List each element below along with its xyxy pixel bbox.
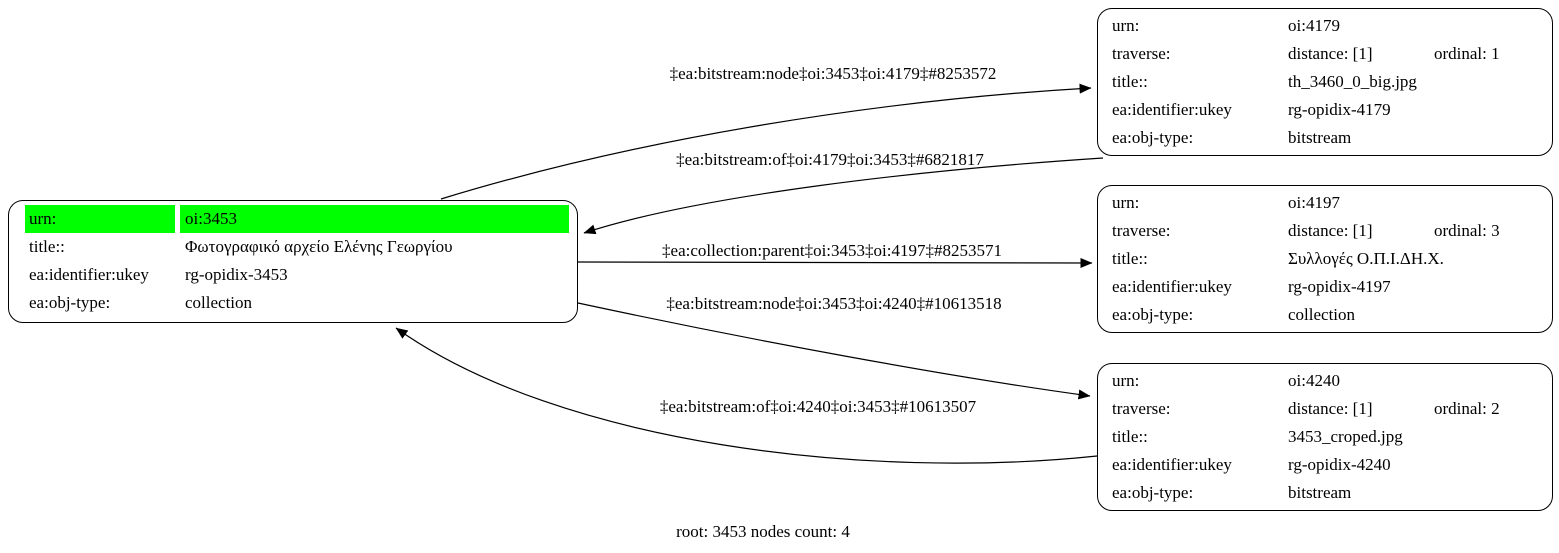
traverse-distance: distance: [1] xyxy=(1288,44,1373,63)
field-value: oi:4197 xyxy=(1288,193,1340,212)
node-oi-3453: urn: oi:3453 title:: Φωτογραφικό αρχείο … xyxy=(8,200,578,323)
edge-bitstream-of-4179-3453 xyxy=(583,157,1104,235)
traverse-distance: distance: [1] xyxy=(1288,399,1373,418)
edge-label-bitstream-of-4179: ‡ea:bitstream:of‡oi:4179‡oi:3453‡#682181… xyxy=(676,150,984,169)
field-value: rg-opidix-4240 xyxy=(1288,455,1391,474)
row-identifier: ea:identifier:ukey rg-opidix-4197 xyxy=(1098,273,1552,301)
field-label: ea:identifier:ukey xyxy=(29,265,149,284)
row-traverse: traverse: distance: [1] ordinal: 3 xyxy=(1098,217,1552,245)
row-title: title:: Φωτογραφικό αρχείο Ελένης Γεωργί… xyxy=(9,233,577,261)
row-objtype: ea:obj-type: collection xyxy=(1098,301,1552,329)
field-label: title:: xyxy=(29,237,65,256)
row-urn: urn: oi:4179 xyxy=(1098,12,1552,40)
edge-label-bitstream-node-4240: ‡ea:bitstream:node‡oi:3453‡oi:4240‡#1061… xyxy=(666,294,1002,313)
row-objtype: ea:obj-type: collection xyxy=(9,289,577,317)
field-value: collection xyxy=(185,293,253,312)
row-objtype: ea:obj-type: bitstream xyxy=(1098,479,1552,507)
row-title: title:: Συλλογές Ο.Π.Ι.ΔΗ.Χ. xyxy=(1098,245,1552,273)
node-oi-4197: urn: oi:4197 traverse: distance: [1] ordi… xyxy=(1097,185,1553,333)
edge-label-bitstream-of-4240: ‡ea:bitstream:of‡oi:4240‡oi:3453‡#106135… xyxy=(659,397,977,416)
field-label: title:: xyxy=(1112,249,1148,268)
field-value: distance: [1] ordinal: 1 xyxy=(1288,40,1546,68)
field-label: ea:identifier:ukey xyxy=(1112,277,1232,296)
field-value: Συλλογές Ο.Π.Ι.ΔΗ.Χ. xyxy=(1288,249,1444,268)
field-value: distance: [1] ordinal: 3 xyxy=(1288,217,1546,245)
edge-bitstream-node-3453-4240 xyxy=(577,302,1091,400)
field-label: urn: xyxy=(1112,193,1140,212)
row-title: title:: th_3460_0_big.jpg xyxy=(1098,68,1552,96)
edge-label-bitstream-node-4179: ‡ea:bitstream:node‡oi:3453‡oi:4179‡#8253… xyxy=(669,64,997,83)
node-oi-4179: urn: oi:4179 traverse: distance: [1] ordi… xyxy=(1097,8,1553,156)
edge-collection-parent-3453-4197 xyxy=(577,257,1093,268)
edge-label-collection-parent-4197: ‡ea:collection:parent‡oi:3453‡oi:4197‡#8… xyxy=(662,241,1002,260)
field-value: oi:4179 xyxy=(1288,16,1340,35)
field-label: ea:obj-type: xyxy=(1112,128,1194,147)
field-value: collection xyxy=(1288,305,1356,324)
field-label: ea:identifier:ukey xyxy=(1112,455,1232,474)
row-urn: urn: oi:3453 xyxy=(9,205,577,233)
field-label: ea:obj-type: xyxy=(1112,305,1194,324)
field-label: traverse: xyxy=(1112,44,1171,63)
traverse-distance: distance: [1] xyxy=(1288,221,1373,240)
row-objtype: ea:obj-type: bitstream xyxy=(1098,124,1552,152)
field-label: ea:obj-type: xyxy=(29,293,111,312)
traverse-ordinal: ordinal: 1 xyxy=(1434,44,1500,63)
field-label: urn: xyxy=(1112,371,1140,390)
traverse-ordinal: ordinal: 3 xyxy=(1434,221,1500,240)
field-label: urn: xyxy=(1112,16,1140,35)
traverse-ordinal: ordinal: 2 xyxy=(1434,399,1500,418)
field-value: rg-opidix-4179 xyxy=(1288,100,1391,119)
field-value: bitstream xyxy=(1288,483,1352,502)
field-label: ea:identifier:ukey xyxy=(1112,100,1232,119)
edge-bitstream-of-4240-3453 xyxy=(395,327,1098,464)
row-title: title:: 3453_croped.jpg xyxy=(1098,423,1552,451)
edge-bitstream-node-3453-4179 xyxy=(440,83,1092,200)
field-label: urn: xyxy=(25,205,175,233)
field-value: th_3460_0_big.jpg xyxy=(1288,72,1417,91)
field-label: title:: xyxy=(1112,427,1148,446)
field-label: title:: xyxy=(1112,72,1148,91)
row-identifier: ea:identifier:ukey rg-opidix-4240 xyxy=(1098,451,1552,479)
row-urn: urn: oi:4240 xyxy=(1098,367,1552,395)
row-urn: urn: oi:4197 xyxy=(1098,189,1552,217)
field-value: distance: [1] ordinal: 2 xyxy=(1288,395,1546,423)
field-value: bitstream xyxy=(1288,128,1352,147)
field-value: Φωτογραφικό αρχείο Ελένης Γεωργίου xyxy=(185,237,453,256)
row-traverse: traverse: distance: [1] ordinal: 2 xyxy=(1098,395,1552,423)
row-traverse: traverse: distance: [1] ordinal: 1 xyxy=(1098,40,1552,68)
field-value: 3453_croped.jpg xyxy=(1288,427,1403,446)
field-value: rg-opidix-3453 xyxy=(185,265,288,284)
field-label: ea:obj-type: xyxy=(1112,483,1194,502)
field-label: traverse: xyxy=(1112,221,1171,240)
graph-caption: root: 3453 nodes count: 4 xyxy=(676,522,850,541)
row-identifier: ea:identifier:ukey rg-opidix-3453 xyxy=(9,261,577,289)
row-identifier: ea:identifier:ukey rg-opidix-4179 xyxy=(1098,96,1552,124)
field-label: traverse: xyxy=(1112,399,1171,418)
field-value: oi:3453 xyxy=(180,205,569,233)
field-value: rg-opidix-4197 xyxy=(1288,277,1391,296)
node-oi-4240: urn: oi:4240 traverse: distance: [1] ordi… xyxy=(1097,363,1553,511)
field-value: oi:4240 xyxy=(1288,371,1340,390)
